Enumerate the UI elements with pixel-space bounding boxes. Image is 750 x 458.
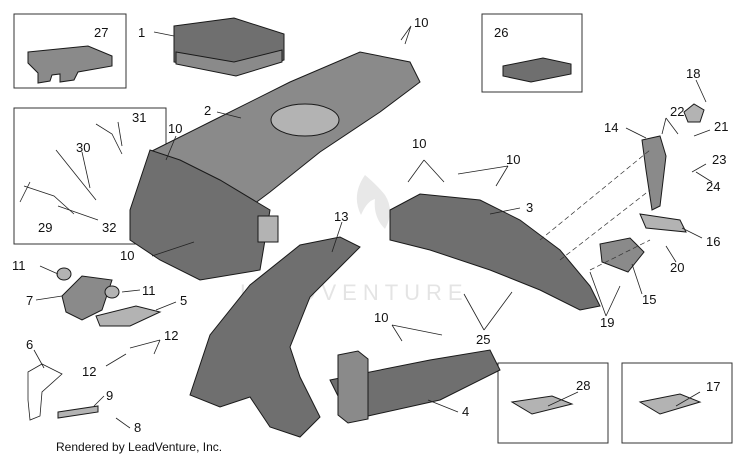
box-part-28 <box>497 362 609 444</box>
explode-line-c <box>589 239 651 271</box>
leader-lines <box>33 25 713 429</box>
callout-27: 27 <box>94 25 108 40</box>
callout-26: 26 <box>494 25 508 40</box>
part-27-plate <box>27 45 113 84</box>
part-13-front-fender <box>189 236 361 438</box>
part-9-pin <box>57 405 99 419</box>
callout-8: 8 <box>134 420 141 435</box>
callout-2: 2 <box>204 103 211 118</box>
callout-23: 23 <box>712 152 726 167</box>
callout-1: 1 <box>138 25 145 40</box>
callout-31: 31 <box>132 110 146 125</box>
callout-21: 21 <box>714 119 728 134</box>
callout-12-a: 12 <box>164 328 178 343</box>
callout-20: 20 <box>670 260 684 275</box>
part-2-fuel-hole <box>270 103 340 137</box>
callout-10-a: 10 <box>414 15 428 30</box>
callout-14: 14 <box>604 120 618 135</box>
callout-22: 22 <box>670 104 684 119</box>
callout-18: 18 <box>686 66 700 81</box>
box-part-17 <box>621 362 733 444</box>
part-30-screwdriver <box>55 149 97 201</box>
callout-5: 5 <box>180 293 187 308</box>
part-18-cap <box>683 103 705 123</box>
callout-4: 4 <box>462 404 469 419</box>
part-11-grommet-b <box>104 285 120 299</box>
part-2-window <box>257 215 279 243</box>
box-part-26 <box>481 13 583 93</box>
footer-credit: Rendered by LeadVenture, Inc. <box>56 440 222 454</box>
callout-10-c: 10 <box>412 136 426 151</box>
callout-19: 19 <box>600 315 614 330</box>
callout-15: 15 <box>642 292 656 307</box>
part-29-wrench <box>19 181 75 215</box>
callout-25: 25 <box>476 332 490 347</box>
part-26-pad <box>502 57 572 83</box>
callout-11-b: 11 <box>142 283 156 298</box>
callout-24: 24 <box>706 179 720 194</box>
explode-line-a <box>559 189 651 261</box>
callout-9: 9 <box>106 388 113 403</box>
part-11-grommet-a <box>56 267 72 281</box>
part-6-hook <box>27 363 63 421</box>
part-4-bracket <box>337 350 369 424</box>
callout-7: 7 <box>26 293 33 308</box>
callout-6: 6 <box>26 337 33 352</box>
callout-30: 30 <box>76 140 90 155</box>
callout-3: 3 <box>526 200 533 215</box>
part-15-light <box>599 237 645 273</box>
callout-10-b: 10 <box>168 121 182 136</box>
part-31-hex-key <box>95 123 123 155</box>
part-17-clip <box>638 393 702 415</box>
callout-10-d: 10 <box>506 152 520 167</box>
part-14-bracket <box>641 135 667 211</box>
part-3-rear-fender <box>389 193 601 311</box>
callout-32: 32 <box>102 220 116 235</box>
part-5-clip <box>95 305 162 327</box>
callout-11-a: 11 <box>12 258 26 273</box>
callout-17: 17 <box>706 379 720 394</box>
part-16-plate <box>639 213 687 233</box>
callout-29: 29 <box>38 220 52 235</box>
callout-13: 13 <box>334 209 348 224</box>
callout-16: 16 <box>706 234 720 249</box>
callout-28: 28 <box>576 378 590 393</box>
box-part-27 <box>13 13 127 89</box>
part-1-cover-side <box>175 49 283 77</box>
part-7-bracket <box>61 275 113 321</box>
callout-10-f: 10 <box>374 310 388 325</box>
explode-line-b <box>539 149 651 241</box>
part-28-clip <box>510 395 574 415</box>
callout-10-e: 10 <box>120 248 134 263</box>
watermark-flame-icon <box>356 175 390 229</box>
callout-12-b: 12 <box>82 364 96 379</box>
